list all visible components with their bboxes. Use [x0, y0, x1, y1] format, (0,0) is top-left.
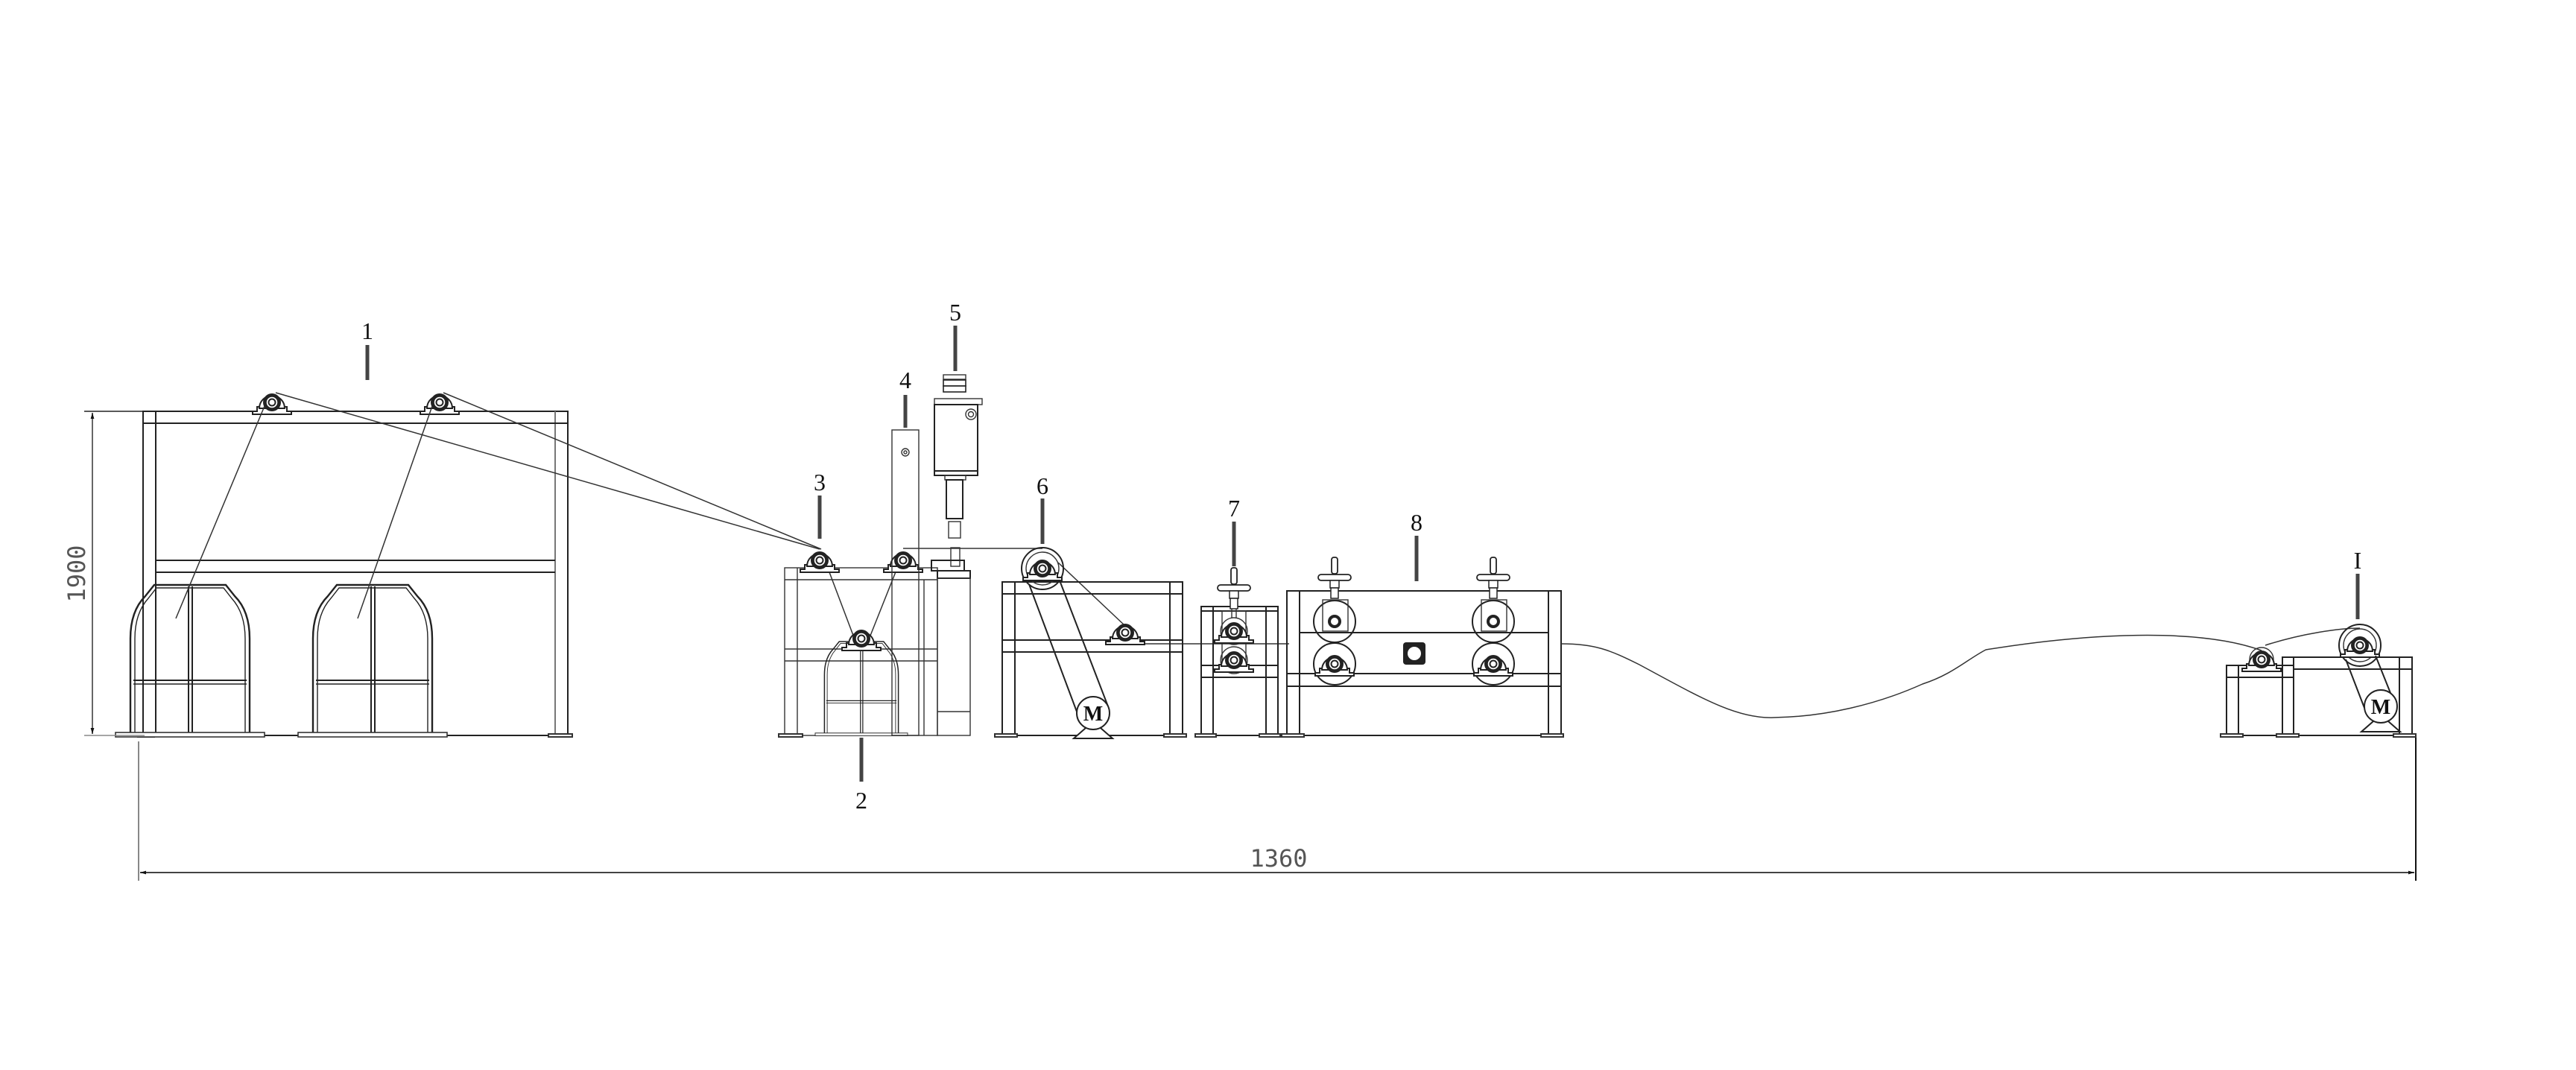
roller-icon — [2241, 650, 2282, 672]
motor-label-6: M — [1083, 703, 1103, 726]
guide-frame-item-3 — [778, 551, 938, 738]
label-item-5: 5 — [949, 299, 961, 326]
dimension-height: 1900 — [63, 411, 148, 736]
roller-icon — [1314, 654, 1355, 677]
roller-icon — [1105, 623, 1145, 645]
label-item-1: 1 — [361, 317, 373, 344]
handwheel-icon — [1317, 557, 1352, 599]
roller-icon — [1473, 654, 1513, 677]
label-item-I: I — [2354, 547, 2362, 574]
wire-paths — [175, 392, 1289, 645]
spool-cage-icon — [297, 583, 449, 738]
label-item-6: 6 — [1037, 472, 1048, 499]
roller-icon — [1022, 559, 1063, 581]
label-item-7: 7 — [1228, 495, 1240, 522]
roller-icon — [2340, 636, 2380, 658]
dimension-length: 1360 — [138, 738, 2417, 881]
roller-icon — [800, 551, 840, 573]
wire-sag — [1560, 634, 2262, 718]
dimension-height-value: 1900 — [63, 545, 91, 602]
motor-label-I: M — [2371, 696, 2390, 719]
item-callouts: 1 2 3 4 5 6 7 8 I — [361, 299, 2361, 814]
label-item-4: 4 — [899, 367, 911, 393]
roller-icon — [252, 393, 292, 415]
roller-icon — [883, 551, 923, 573]
handwheel-icon — [1217, 567, 1251, 610]
straightener-item-8 — [1281, 557, 1564, 738]
roller-icon — [841, 629, 882, 651]
welding-head-item-5 — [923, 374, 983, 736]
label-item-3: 3 — [814, 469, 826, 496]
control-box-item-4 — [891, 429, 920, 736]
label-item-2: 2 — [855, 787, 867, 814]
takeup-unit-item-I: M — [2220, 624, 2417, 738]
spool-cage-icon — [114, 583, 266, 738]
dimension-length-value: 1360 — [1250, 844, 1307, 873]
straightener-item-7 — [1194, 567, 1281, 738]
label-item-8: 8 — [1411, 509, 1423, 536]
spool-cage-icon — [814, 641, 908, 737]
payoff-frame-item-1 — [114, 393, 573, 738]
capstan-frame-item-6: M — [994, 547, 1187, 739]
handwheel-icon — [1476, 557, 1510, 599]
